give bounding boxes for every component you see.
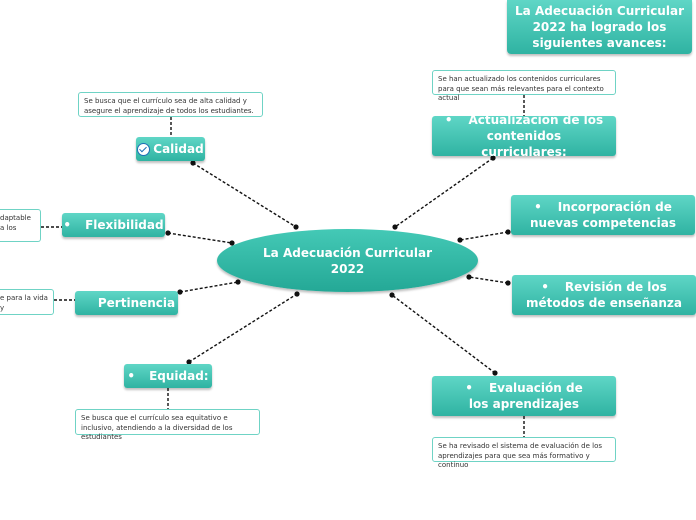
bullet-icon: •: [465, 381, 473, 395]
note-evaluacion-text: Se ha revisado el sistema de evaluación …: [438, 442, 603, 469]
note-calidad[interactable]: Se busca que el currículo sea de alta ca…: [78, 92, 263, 117]
bullet-icon: •: [534, 200, 542, 214]
note-equidad[interactable]: Se busca que el currículo sea equitativo…: [75, 409, 260, 441]
note-pertinencia[interactable]: e para la vida y: [0, 289, 54, 315]
topic-flexibilidad[interactable]: • Flexibilidad: [62, 213, 165, 237]
note-pertinencia-text: e para la vida y: [0, 294, 48, 312]
topic-evaluacion[interactable]: •Evaluación de los aprendizajes: [432, 376, 616, 416]
note-actualizacion-text: Se han actualizado los contenidos curric…: [438, 75, 604, 102]
topic-flexibilidad-label: Flexibilidad: [85, 218, 164, 232]
topic-calidad-label: Calidad: [153, 142, 204, 156]
topic-evaluacion-text: Evaluación de los aprendizajes: [468, 381, 583, 411]
topic-metodos-text: Revisión de los métodos de enseñanza: [526, 280, 682, 310]
bullet-icon: •: [63, 218, 72, 232]
central-topic-text: La Adecuación Curricular 2022: [263, 245, 432, 276]
topic-equidad-label: Equidad:: [149, 369, 209, 383]
central-topic[interactable]: La Adecuación Curricular 2022: [217, 229, 478, 292]
topic-evaluacion-label: •Evaluación de los aprendizajes: [454, 380, 594, 412]
topic-competencias-label: •Incorporación de nuevas competencias: [517, 199, 689, 231]
topic-competencias[interactable]: •Incorporación de nuevas competencias: [511, 195, 695, 235]
note-evaluacion[interactable]: Se ha revisado el sistema de evaluación …: [432, 437, 616, 469]
bullet-icon: •: [127, 369, 136, 383]
bullet-icon: •: [444, 113, 453, 127]
note-flexibilidad-text: daptable a los: [0, 214, 31, 232]
topic-calidad[interactable]: Calidad: [136, 137, 205, 161]
topic-pertinencia[interactable]: Pertinencia: [75, 291, 178, 315]
topic-metodos-label: •Revisión de los métodos de enseñanza: [518, 279, 690, 311]
title-box[interactable]: La Adecuación Curricular 2022 ha logrado…: [507, 0, 692, 54]
note-calidad-text: Se busca que el currículo sea de alta ca…: [84, 97, 254, 115]
topic-actualizacion-text: Actualización de los contenidos curricul…: [468, 113, 604, 159]
topic-pertinencia-label: Pertinencia: [97, 296, 176, 310]
check-circle-icon: [137, 142, 151, 156]
topic-actualizacion-label: • Actualización de los contenidos curricu…: [444, 112, 604, 160]
bullet-icon: •: [541, 280, 549, 294]
topic-metodos[interactable]: •Revisión de los métodos de enseñanza: [512, 275, 696, 315]
note-equidad-text: Se busca que el currículo sea equitativo…: [81, 414, 233, 441]
topic-equidad[interactable]: • Equidad:: [124, 364, 212, 388]
note-flexibilidad[interactable]: daptable a los: [0, 209, 41, 242]
note-actualizacion[interactable]: Se han actualizado los contenidos curric…: [432, 70, 616, 102]
title-box-text: La Adecuación Curricular 2022 ha logrado…: [515, 4, 684, 50]
topic-actualizacion[interactable]: • Actualización de los contenidos curricu…: [432, 113, 616, 159]
topic-competencias-text: Incorporación de nuevas competencias: [530, 200, 676, 230]
